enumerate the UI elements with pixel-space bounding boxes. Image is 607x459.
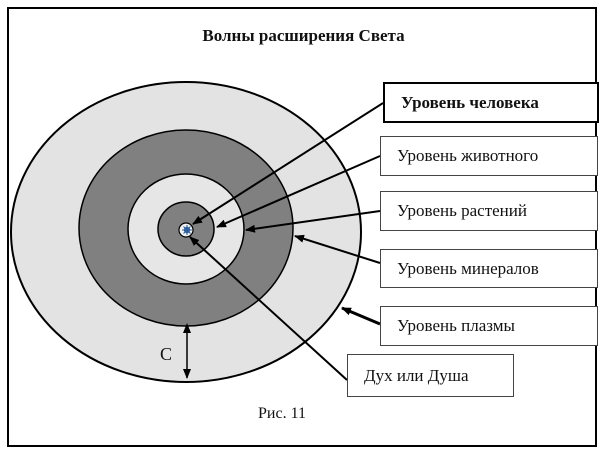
label-spirit: Дух или Душа — [347, 354, 514, 397]
arrow-plasma — [341, 306, 381, 326]
arrow-animal — [216, 155, 381, 228]
figure-title: Волны расширения Света — [202, 26, 405, 45]
arrow-mineral — [294, 234, 381, 264]
label-human-level: Уровень человека — [383, 82, 599, 123]
figure-caption: Рис. 11 — [258, 405, 306, 422]
arrow-plant — [245, 210, 381, 233]
label-plant-level: Уровень растений — [380, 191, 598, 231]
label-animal-level: Уровень животного — [380, 136, 598, 176]
label-mineral-level: Уровень минералов — [380, 249, 598, 288]
label-plasma-level: Уровень плазмы — [380, 306, 598, 346]
distance-label: C — [160, 344, 173, 364]
core-star-icon — [182, 225, 192, 235]
arrow-spirit — [189, 236, 348, 381]
arrow-human — [192, 102, 384, 225]
